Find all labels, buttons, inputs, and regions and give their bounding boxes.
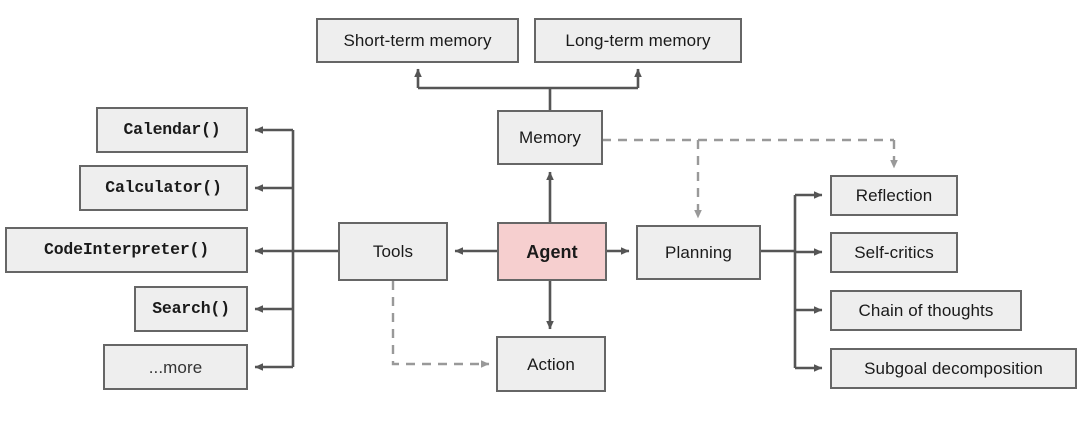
node-label: Subgoal decomposition bbox=[864, 359, 1043, 378]
node-short-term-memory[interactable]: Short-term memory bbox=[316, 18, 519, 63]
node-label: ...more bbox=[148, 357, 203, 377]
node-label: Search() bbox=[152, 298, 230, 318]
node-agent[interactable]: Agent bbox=[497, 222, 607, 281]
node-action[interactable]: Action bbox=[496, 336, 606, 392]
node-label: Tools bbox=[372, 242, 414, 261]
node-tool-calculator[interactable]: Calculator() bbox=[79, 165, 248, 211]
node-label: Short-term memory bbox=[343, 31, 492, 50]
node-tool-calendar[interactable]: Calendar() bbox=[96, 107, 248, 153]
node-planning-self-critics[interactable]: Self-critics bbox=[830, 232, 958, 273]
node-label: Calendar() bbox=[123, 119, 221, 139]
node-label: Agent bbox=[526, 241, 578, 262]
node-memory[interactable]: Memory bbox=[497, 110, 603, 165]
node-planning-subgoal-decomposition[interactable]: Subgoal decomposition bbox=[830, 348, 1077, 389]
node-tool-codeinterpreter[interactable]: CodeInterpreter() bbox=[5, 227, 248, 273]
node-planning[interactable]: Planning bbox=[636, 225, 761, 280]
node-label: Reflection bbox=[855, 186, 933, 205]
node-label: Planning bbox=[665, 243, 732, 262]
node-label: Self-critics bbox=[854, 243, 934, 262]
node-label: Memory bbox=[519, 128, 581, 147]
node-label: CodeInterpreter() bbox=[44, 239, 209, 259]
node-planning-reflection[interactable]: Reflection bbox=[830, 175, 958, 216]
node-tools[interactable]: Tools bbox=[338, 222, 448, 281]
node-label: Chain of thoughts bbox=[858, 301, 994, 320]
node-label: Action bbox=[527, 354, 575, 374]
node-planning-chain-of-thoughts[interactable]: Chain of thoughts bbox=[830, 290, 1022, 331]
node-long-term-memory[interactable]: Long-term memory bbox=[534, 18, 742, 63]
node-tool-more[interactable]: ...more bbox=[103, 344, 248, 390]
node-label: Calculator() bbox=[105, 177, 222, 197]
node-label: Long-term memory bbox=[565, 31, 711, 50]
node-tool-search[interactable]: Search() bbox=[134, 286, 248, 332]
